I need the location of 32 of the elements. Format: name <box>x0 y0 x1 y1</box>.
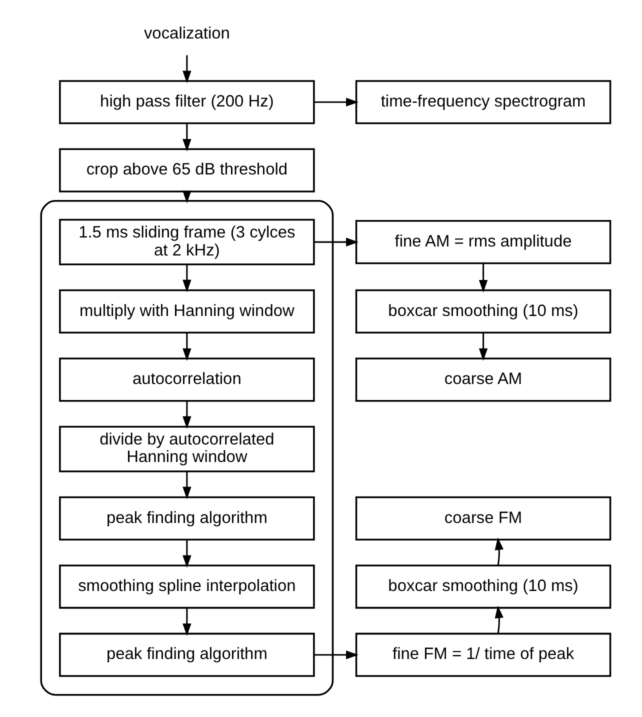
node-box: 1.5 ms sliding frame (3 cylces at 2 kHz) <box>59 218 315 266</box>
arrow <box>182 55 192 84</box>
arrow <box>182 400 192 429</box>
node-box: divide by autocorrelated Hanning window <box>59 426 315 472</box>
node-box: fine AM = rms amplitude <box>355 220 612 264</box>
node-box: boxcar smoothing (10 ms) <box>355 564 612 609</box>
arrow <box>182 471 192 500</box>
node-box: peak finding algorithm <box>59 632 315 677</box>
node-box: time-frequency spectrogram <box>355 80 612 124</box>
node-box: coarse FM <box>355 496 612 540</box>
arrow <box>478 332 488 361</box>
arrow <box>182 123 192 152</box>
node-box: high pass filter (200 Hz) <box>59 80 315 124</box>
arrow <box>314 650 359 660</box>
arrow <box>494 537 504 566</box>
arrow <box>314 98 359 106</box>
node-box: boxcar smoothing (10 ms) <box>355 289 612 334</box>
arrow <box>182 332 192 361</box>
arrow <box>478 263 488 292</box>
arrow <box>182 264 192 292</box>
node-box: autocorrelation <box>59 358 315 402</box>
node-box: peak finding algorithm <box>59 496 315 540</box>
arrow <box>182 540 192 568</box>
cluster <box>40 200 334 696</box>
node-text: vocalization <box>144 24 230 42</box>
node-box: smoothing spline interpolation <box>59 564 315 609</box>
arrow <box>494 606 504 634</box>
node-box: coarse AM <box>355 358 612 402</box>
node-box: fine FM = 1/ time of peak <box>355 632 612 677</box>
arrow <box>314 238 359 246</box>
node-box: multiply with Hanning window <box>59 289 315 334</box>
arrow <box>182 608 192 636</box>
